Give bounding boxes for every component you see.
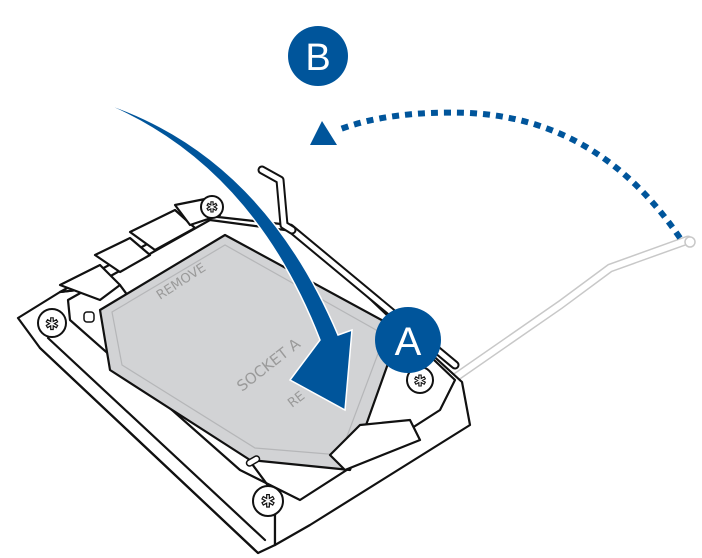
screw-right: ✱ xyxy=(406,366,434,394)
load-plate xyxy=(58,196,457,502)
cpu-protective-cover: REMOVE SOCKET A RE xyxy=(83,233,402,472)
step-label-b-text: B xyxy=(305,37,330,79)
lever-raised-ghost xyxy=(415,235,696,407)
svg-text:✱: ✱ xyxy=(414,372,427,390)
arrow-head-icon xyxy=(310,121,337,145)
arrow-lift-up xyxy=(310,109,683,240)
step-label-a: A xyxy=(375,307,441,373)
svg-text:✱: ✱ xyxy=(45,315,58,334)
svg-text:✱: ✱ xyxy=(261,492,275,512)
arrow-press-down xyxy=(94,99,353,412)
socket-lever xyxy=(257,165,460,472)
screw-top: ✱ xyxy=(200,195,224,219)
step-label-a-text: A xyxy=(395,320,422,364)
step-label-b: B xyxy=(288,26,348,86)
screw-bottom: ✱ xyxy=(252,485,284,517)
screw-top-left: ✱ xyxy=(37,308,67,338)
svg-text:✱: ✱ xyxy=(206,200,218,216)
